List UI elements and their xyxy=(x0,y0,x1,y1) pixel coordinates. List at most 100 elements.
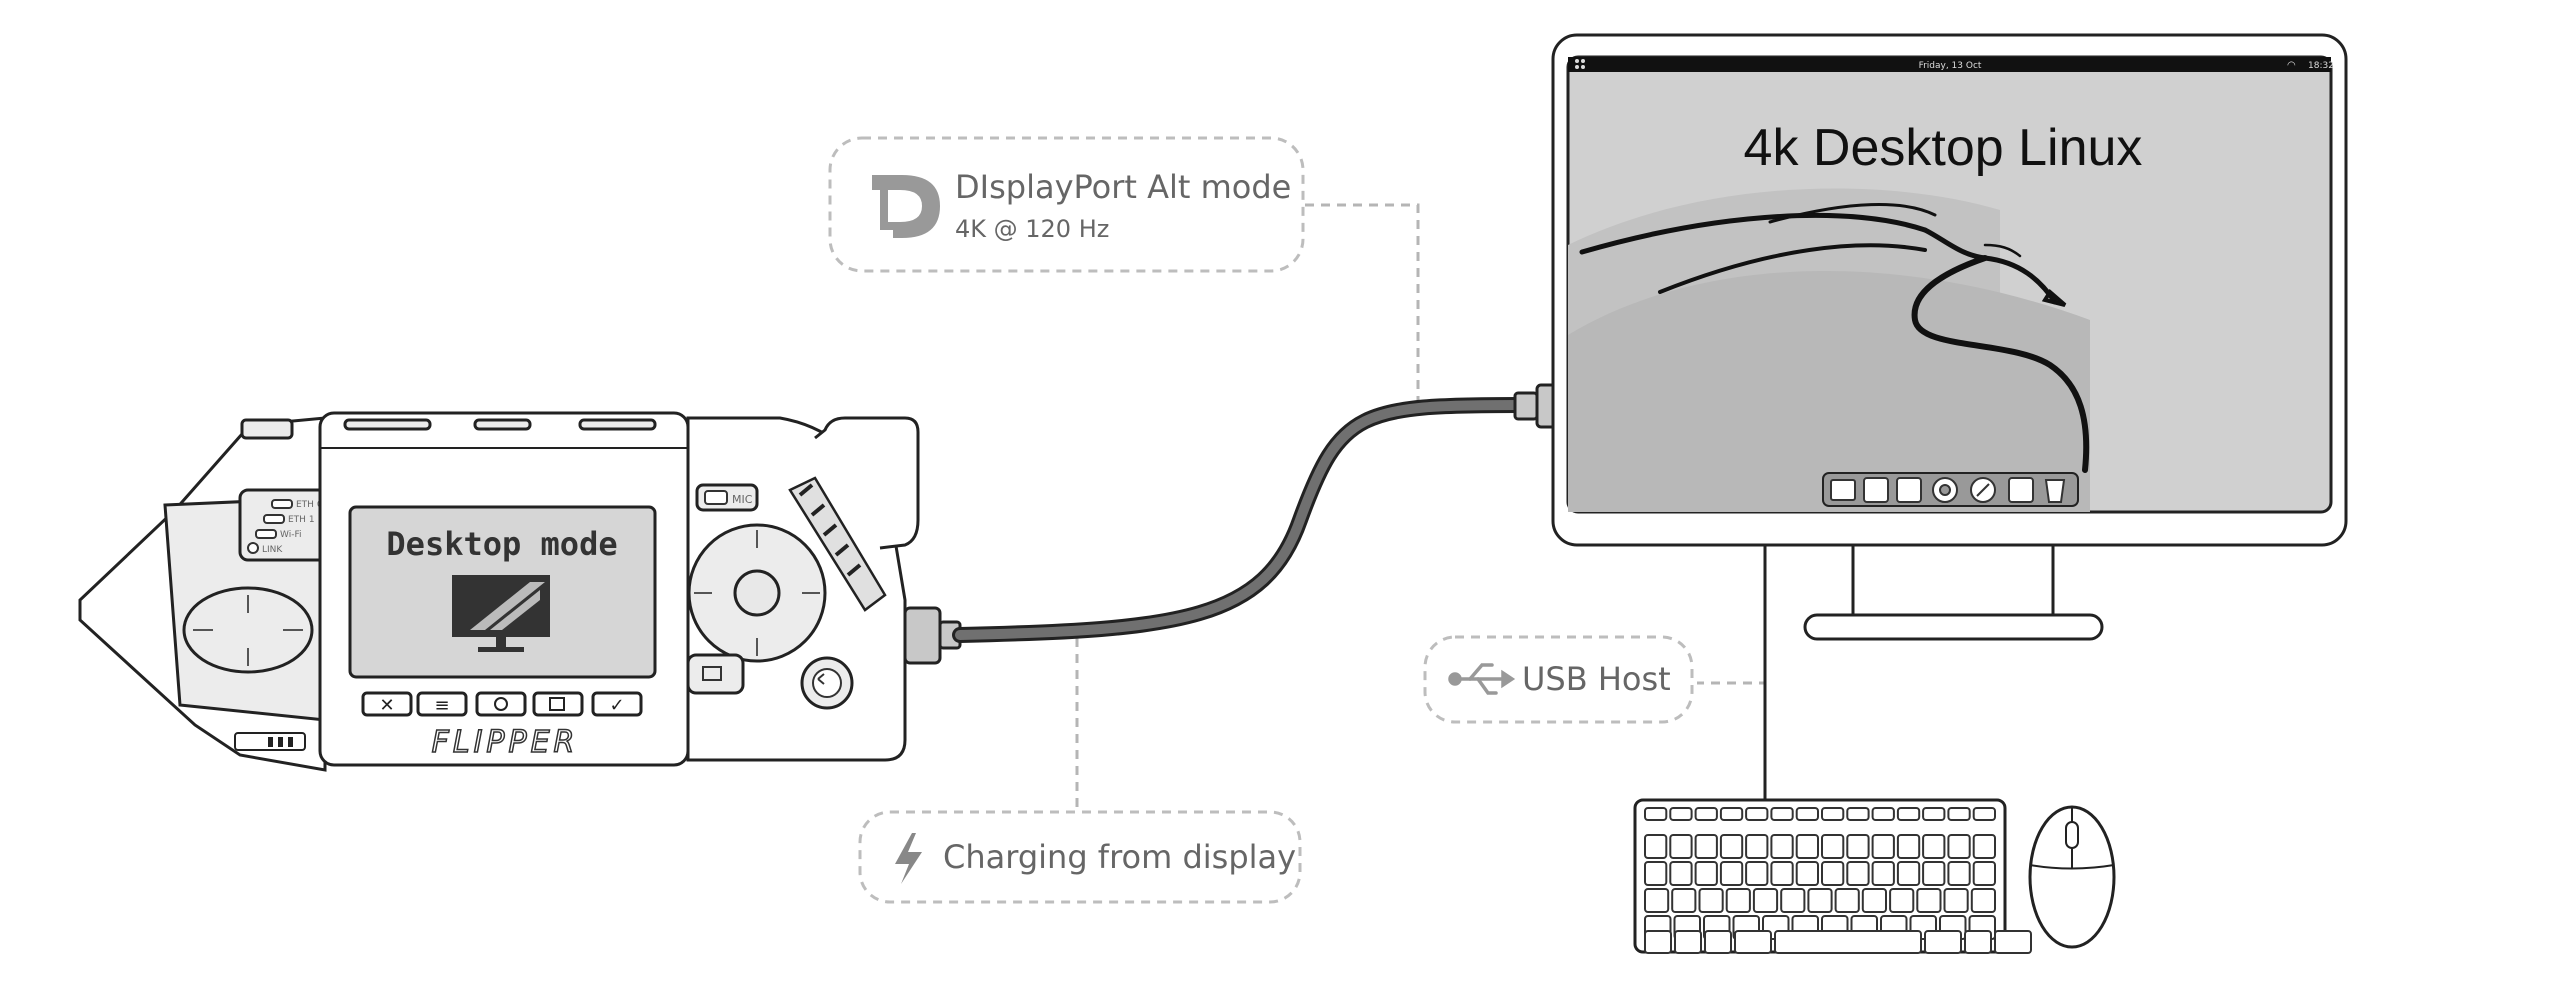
keyboard-key[interactable] xyxy=(1734,930,1772,954)
mosaic-icon[interactable] xyxy=(1863,477,1889,503)
keyboard-key[interactable] xyxy=(1644,807,1668,821)
top-vent xyxy=(343,418,432,431)
mic-icon xyxy=(704,490,728,505)
keyboard-key[interactable] xyxy=(1947,861,1971,886)
keyboard-key[interactable] xyxy=(1821,807,1845,821)
keyboard-key[interactable] xyxy=(1725,888,1751,913)
mouse[interactable] xyxy=(2028,805,2116,949)
keyboard-key[interactable] xyxy=(1694,834,1718,859)
keyboard-key[interactable] xyxy=(1671,888,1697,913)
keyboard-key[interactable] xyxy=(1924,930,1962,954)
keyboard-key[interactable] xyxy=(1745,861,1769,886)
dpad-center-button[interactable] xyxy=(733,569,781,617)
keyboard-key[interactable] xyxy=(1669,807,1693,821)
keyboard-key[interactable] xyxy=(1669,861,1693,886)
keyboard-key[interactable] xyxy=(1694,861,1718,886)
displayport-icon xyxy=(872,175,940,238)
keyboard-key[interactable] xyxy=(1719,834,1744,859)
led-indicator xyxy=(263,514,285,524)
keyboard-key[interactable] xyxy=(1846,861,1870,886)
keyboard-key[interactable] xyxy=(1922,861,1946,886)
keyboard-key[interactable] xyxy=(1745,834,1769,859)
menu-button[interactable] xyxy=(416,691,468,717)
close-icon: ✕ xyxy=(379,695,394,716)
keyboard-key[interactable] xyxy=(1947,834,1971,859)
keyboard-key[interactable] xyxy=(1795,861,1819,886)
usb-icon xyxy=(1448,663,1516,695)
keyboard-key[interactable] xyxy=(1916,888,1942,913)
keyboard-key[interactable] xyxy=(1943,888,1969,913)
top-side-button[interactable] xyxy=(240,418,294,440)
mouse-body[interactable] xyxy=(2028,805,2116,949)
trash-icon[interactable] xyxy=(2044,479,2066,503)
fullscreen-button[interactable] xyxy=(532,691,584,717)
keyboard-key[interactable] xyxy=(1972,861,1996,886)
keyboard-key[interactable] xyxy=(1896,861,1921,886)
top-vent xyxy=(578,418,657,431)
folder-icon[interactable] xyxy=(1830,479,1856,501)
keyboard-key[interactable] xyxy=(1770,807,1794,821)
keyboard-key[interactable] xyxy=(1719,807,1744,821)
keyboard-key[interactable] xyxy=(1972,807,1996,821)
keyboard-key[interactable] xyxy=(1644,834,1668,859)
keyboard-key[interactable] xyxy=(1821,834,1845,859)
keyboard-spacebar[interactable] xyxy=(1774,930,1922,954)
keyboard-key[interactable] xyxy=(1745,807,1769,821)
keyboard-key[interactable] xyxy=(1770,861,1794,886)
keyboard-key[interactable] xyxy=(1871,861,1895,886)
window-switch-button[interactable] xyxy=(686,653,745,695)
keyboard-key[interactable] xyxy=(1922,834,1946,859)
desktop-title: 4k Desktop Linux xyxy=(1744,119,2143,177)
keyboard-key[interactable] xyxy=(1994,930,2032,954)
keyboard-key[interactable] xyxy=(1694,807,1718,821)
compass-needle xyxy=(1976,483,1990,497)
side-vent-strip xyxy=(788,476,887,612)
keyboard-key[interactable] xyxy=(1752,888,1779,913)
keyboard-key[interactable] xyxy=(1896,834,1921,859)
keyboard-key[interactable] xyxy=(1846,834,1870,859)
left-dpad[interactable] xyxy=(182,586,314,674)
charging-label: Charging from display xyxy=(858,810,1302,904)
keyboard-key[interactable] xyxy=(1871,807,1895,821)
keyboard-key[interactable] xyxy=(1669,834,1693,859)
keyboard-key[interactable] xyxy=(1821,861,1845,886)
keyboard-key[interactable] xyxy=(1896,807,1921,821)
keyboard-key[interactable] xyxy=(1861,888,1888,913)
bottom-left-badge xyxy=(234,732,306,751)
keyboard-key[interactable] xyxy=(1972,834,1996,859)
keyboard-key[interactable] xyxy=(1644,930,1672,954)
wifi-icon: ◠ xyxy=(2287,60,2296,71)
mouse-scroll-wheel[interactable] xyxy=(2065,821,2079,849)
menu-icon: ≡ xyxy=(434,695,449,716)
keyboard-key[interactable] xyxy=(1871,834,1895,859)
keyboard-key[interactable] xyxy=(1674,930,1702,954)
keyboard-key[interactable] xyxy=(1807,888,1833,913)
keyboard-key[interactable] xyxy=(1644,888,1670,913)
topbar-date: Friday, 13 Oct xyxy=(1919,61,1982,71)
keyboard-key[interactable] xyxy=(1964,930,1992,954)
keyboard-key[interactable] xyxy=(1698,888,1724,913)
image-viewer-icon[interactable] xyxy=(1896,477,1922,503)
keyboard-key[interactable] xyxy=(1780,888,1806,913)
keyboard-key[interactable] xyxy=(1795,807,1819,821)
keyboard-key[interactable] xyxy=(1889,888,1915,913)
keyboard-key[interactable] xyxy=(1834,888,1860,913)
displayport-connector-line xyxy=(1305,203,1420,405)
displayport-subtitle: 4K @ 120 Hz xyxy=(955,215,1109,243)
keyboard-key[interactable] xyxy=(1719,861,1744,886)
keyboard-key[interactable] xyxy=(1947,807,1971,821)
cancel-button[interactable] xyxy=(361,691,413,717)
device-right-handle xyxy=(814,416,920,550)
keyboard-key[interactable] xyxy=(1795,834,1819,859)
keyboard-key[interactable] xyxy=(1644,861,1668,886)
mouse-split xyxy=(2029,864,2115,870)
terminal-icon[interactable] xyxy=(2008,477,2034,503)
confirm-button[interactable] xyxy=(591,691,643,717)
keyboard-key[interactable] xyxy=(1770,834,1794,859)
keyboard-key[interactable] xyxy=(1922,807,1946,821)
keyboard-key[interactable] xyxy=(1970,888,1997,913)
keyboard-key[interactable] xyxy=(1704,930,1732,954)
power-button[interactable] xyxy=(475,691,527,717)
keyboard-key[interactable] xyxy=(1846,807,1870,821)
